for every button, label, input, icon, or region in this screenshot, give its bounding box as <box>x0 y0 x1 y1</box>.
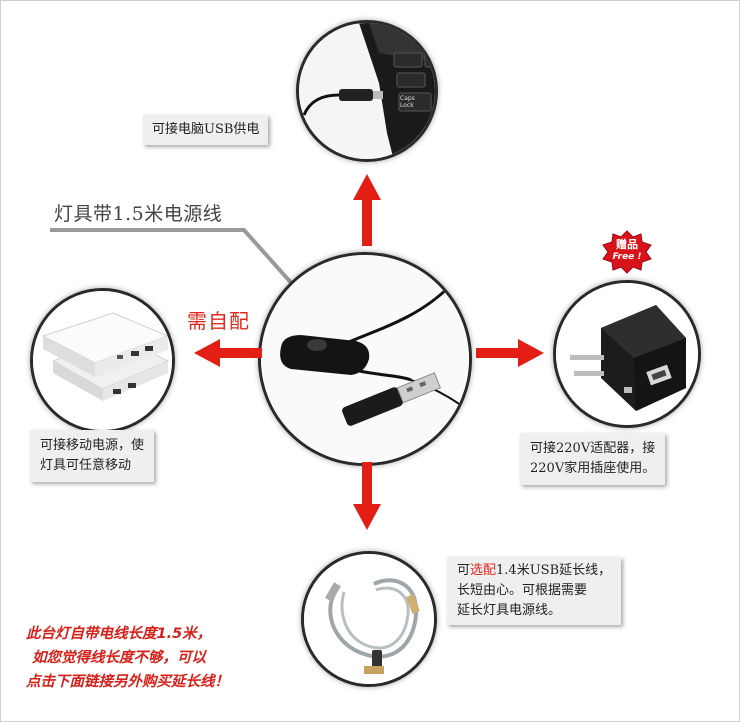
note-line-3: 点击下面链接另外购买延长线！ <box>26 674 229 690</box>
caption-adapter-line1: 可接220V适配器，接 <box>530 441 656 456</box>
optional-highlight: 选配 <box>470 563 497 578</box>
note-line-1: 此台灯自带电线长度1.5米， <box>26 626 212 642</box>
need-self-label: 需自配 <box>187 309 250 333</box>
caption-power-bank: 可接移动电源，使 灯具可任意移动 <box>30 430 155 482</box>
caps-key-text-1: Caps <box>400 95 415 102</box>
caption-power-bank-line1: 可接移动电源，使 <box>40 438 145 453</box>
caption-extension-post: 1.4米USB延长线， <box>496 563 612 578</box>
adapter-circle <box>553 280 701 428</box>
gift-badge-icon <box>602 230 652 274</box>
extension-cable-circle <box>301 551 437 687</box>
caption-power-bank-line2: 灯具可任意移动 <box>40 458 132 473</box>
power-bank-image <box>33 291 172 430</box>
arrow-right <box>476 339 544 367</box>
caption-extension-line1: 可选配1.4米USB延长线， <box>457 561 611 581</box>
arrow-up <box>353 174 381 246</box>
caption-extension-line2: 长短由心。可根据需要 <box>457 583 588 598</box>
caption-adapter-line2: 220V家用插座使用。 <box>530 461 656 476</box>
caption-usb-power-text: 可接电脑USB供电 <box>152 122 260 137</box>
caps-key-text-2: Lock <box>400 102 414 109</box>
laptop-usb-circle: Caps Lock <box>296 20 438 162</box>
cable-label-pointer-line <box>50 228 296 288</box>
arrow-down <box>353 462 381 530</box>
power-bank-circle <box>30 288 175 433</box>
cable-length-label: 灯具带1.5米电源线 <box>54 203 223 225</box>
laptop-usb-image <box>299 23 435 159</box>
caption-extension: 可选配1.4米USB延长线， 长短由心。可根据需要 延长灯具电源线。 <box>447 557 622 625</box>
switch-cable-image <box>261 255 469 463</box>
cable-length-note: 此台灯自带电线长度1.5米， 如您觉得线长度不够，可以 点击下面链接另外购买延长… <box>26 622 229 694</box>
gift-badge-bottom: Free ! <box>612 252 642 262</box>
extension-cable-image <box>304 554 434 684</box>
caption-adapter: 可接220V适配器，接 220V家用插座使用。 <box>520 433 666 485</box>
gift-badge-text: 赠品 Free ! <box>601 238 653 264</box>
switch-cable-circle <box>258 252 472 466</box>
note-line-2: 如您觉得线长度不够，可以 <box>32 650 206 666</box>
caption-extension-pre: 可 <box>457 563 471 578</box>
adapter-image <box>556 283 698 425</box>
gift-badge-top: 赠品 <box>616 238 638 251</box>
arrow-left <box>194 339 262 367</box>
caption-usb-power: 可接电脑USB供电 <box>143 115 269 145</box>
caption-extension-line3: 延长灯具电源线。 <box>457 603 562 618</box>
